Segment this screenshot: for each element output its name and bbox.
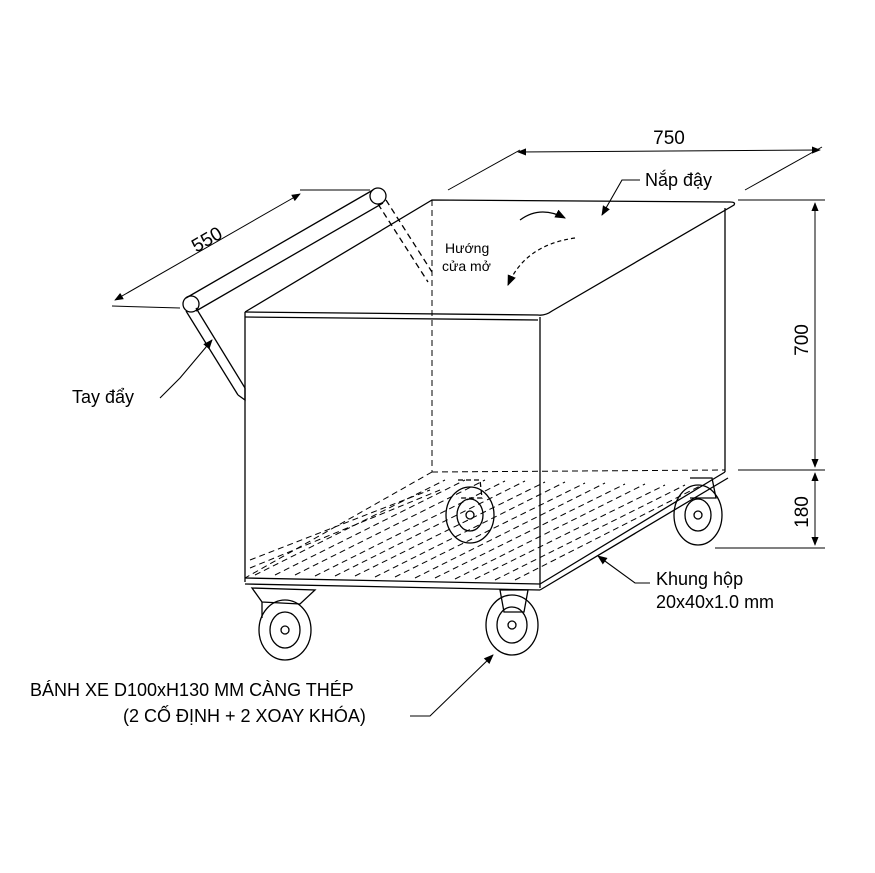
dimension-width-label: 550: [188, 223, 226, 257]
wheel-label-line1: BÁNH XE D100xH130 MM CÀNG THÉP: [30, 680, 354, 700]
dimension-length-label: 750: [653, 128, 685, 149]
frame-label-line1: Khung hộp: [656, 569, 743, 589]
caster-front-left: [250, 587, 317, 661]
caster-back-left: [445, 479, 495, 544]
push-handle: [182, 187, 433, 402]
hidden-lines: [244, 200, 726, 581]
lid-label: Nắp đậy: [645, 169, 712, 190]
dimension-wheel-height-label: 180: [792, 496, 813, 528]
dimension-lines: [111, 146, 825, 549]
push-handle-label: Tay đẩy: [72, 387, 134, 407]
caster-front-right: [485, 589, 539, 656]
open-direction-label-line1: Hướng: [445, 240, 489, 256]
leader-lines: [159, 179, 650, 717]
dimension-height-label: 700: [792, 324, 813, 356]
caster-back-right: [673, 477, 723, 546]
wheel-label-line2: (2 CỐ ĐỊNH + 2 XOAY KHÓA): [123, 705, 366, 726]
open-direction-arrows: [507, 209, 576, 286]
frame-label-line2: 20x40x1.0 mm: [656, 592, 774, 612]
open-direction-label-line2: cửa mở: [442, 258, 491, 274]
